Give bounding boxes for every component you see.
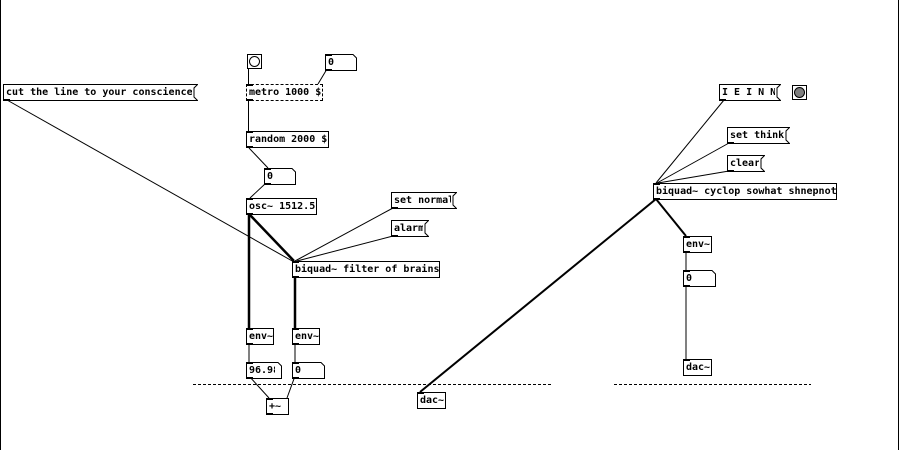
canvas-right-edge bbox=[898, 0, 899, 450]
number-box-top[interactable]: 0 bbox=[325, 54, 357, 71]
message-alarm[interactable]: alarm bbox=[391, 220, 429, 237]
env-object-right[interactable]: env~ bbox=[683, 236, 712, 253]
bang-circle-icon bbox=[249, 56, 260, 67]
biquad-cyclop-text: biquad~ cyclop sowhat shnepnot bbox=[656, 186, 837, 197]
cord-clear-biquad2 bbox=[657, 170, 730, 184]
cord-setnormal-biquad bbox=[294, 207, 394, 262]
metro-object-text: metro 1000 $ bbox=[249, 87, 322, 98]
message-flag-icon bbox=[775, 84, 781, 101]
cord-random-number bbox=[248, 147, 269, 169]
cord-number-plus-left bbox=[248, 375, 270, 399]
toggle-bang[interactable] bbox=[247, 54, 262, 69]
message-set-normal-text: set normal bbox=[394, 195, 455, 206]
atom-corner-icon bbox=[318, 362, 325, 379]
cord-number-metro bbox=[317, 68, 328, 85]
number-box-random-value: 0 bbox=[267, 171, 274, 182]
cord-number-plus-right bbox=[286, 375, 296, 399]
message-flag-icon bbox=[451, 192, 457, 209]
dac-object-center-text: dac~ bbox=[420, 395, 445, 406]
number-box-env-right[interactable]: 0 bbox=[683, 270, 716, 287]
cord-osc-biquad bbox=[249, 214, 295, 262]
atom-corner-icon bbox=[275, 362, 282, 379]
atom-corner-icon bbox=[289, 168, 296, 185]
message-alarm-text: alarm bbox=[394, 223, 425, 234]
message-clear-text: clear bbox=[730, 158, 761, 169]
env-object-left-text: env~ bbox=[249, 331, 274, 342]
atom-corner-icon bbox=[350, 54, 357, 71]
message-set-think[interactable]: set think bbox=[727, 127, 790, 144]
number-box-env-right-value: 0 bbox=[686, 273, 693, 284]
env-object-right-text: env~ bbox=[686, 239, 711, 250]
biquad-filter-of-brains-text: biquad~ filter of brains bbox=[295, 264, 440, 275]
number-box-env-mid[interactable]: 0 bbox=[292, 362, 325, 379]
number-box-env-left[interactable]: 96.98 bbox=[246, 362, 282, 379]
cord-comment-biquad bbox=[6, 99, 295, 263]
env-object-left[interactable]: env~ bbox=[246, 328, 274, 345]
cord-biquad2-dac-center bbox=[419, 198, 657, 393]
osc-object[interactable]: osc~ 1512.5 bbox=[246, 198, 317, 215]
dac-object-right-text: dac~ bbox=[686, 362, 711, 373]
message-flag-icon bbox=[423, 220, 429, 237]
message-cut-the-line-text: cut the line to your conscience bbox=[6, 87, 193, 98]
dac-object-center[interactable]: dac~ bbox=[417, 392, 446, 409]
random-object-text: random 2000 $ bbox=[249, 134, 328, 145]
message-clear[interactable]: clear bbox=[727, 155, 765, 172]
message-flag-icon bbox=[784, 127, 790, 144]
env-object-mid[interactable]: env~ bbox=[292, 328, 320, 345]
metro-object[interactable]: metro 1000 $ bbox=[246, 84, 323, 101]
cord-number-osc bbox=[249, 182, 267, 199]
cord-biquad2-env2 bbox=[655, 198, 687, 237]
cord-setthink-biquad2 bbox=[656, 142, 730, 184]
bang-right[interactable] bbox=[792, 85, 807, 100]
canvas-left-edge bbox=[0, 0, 1, 450]
env-object-mid-text: env~ bbox=[295, 331, 320, 342]
message-flag-icon bbox=[192, 84, 198, 101]
number-box-random[interactable]: 0 bbox=[264, 168, 296, 185]
biquad-cyclop[interactable]: biquad~ cyclop sowhat shnepnot bbox=[653, 183, 837, 200]
biquad-filter-of-brains[interactable]: biquad~ filter of brains bbox=[292, 261, 440, 278]
number-box-env-left-value: 96.98 bbox=[249, 365, 280, 376]
random-object[interactable]: random 2000 $ bbox=[246, 131, 329, 148]
bang-circle-icon bbox=[794, 87, 805, 98]
cord-alarm-biquad bbox=[296, 235, 394, 262]
number-box-env-mid-value: 0 bbox=[295, 365, 302, 376]
message-letters-text: I E I N N bbox=[722, 87, 777, 98]
message-cut-the-line[interactable]: cut the line to your conscience bbox=[3, 84, 198, 101]
atom-corner-icon bbox=[709, 270, 716, 287]
osc-object-text: osc~ 1512.5 bbox=[249, 201, 316, 212]
dac-object-right[interactable]: dac~ bbox=[683, 359, 712, 376]
message-letters[interactable]: I E I N N bbox=[719, 84, 781, 101]
number-box-top-value: 0 bbox=[328, 57, 335, 68]
plus-signal-object[interactable]: +~ bbox=[266, 398, 289, 415]
plus-signal-object-text: +~ bbox=[269, 401, 282, 412]
message-set-think-text: set think bbox=[730, 130, 785, 141]
message-set-normal[interactable]: set normal bbox=[391, 192, 457, 209]
cord-letters-biquad2 bbox=[655, 99, 725, 184]
message-flag-icon bbox=[759, 155, 765, 172]
